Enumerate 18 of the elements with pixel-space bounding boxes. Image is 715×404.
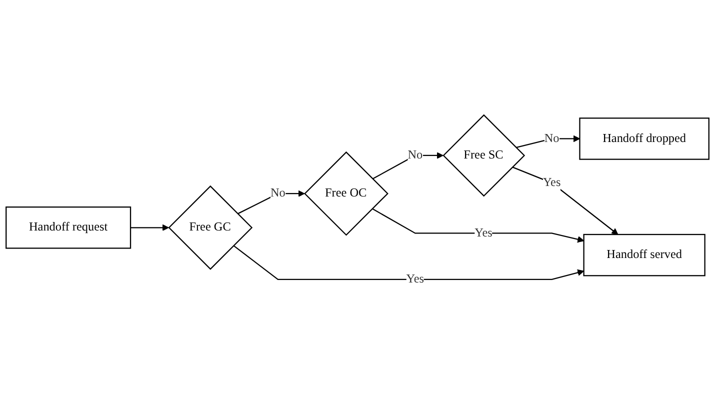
node-box: Handoff served — [583, 234, 706, 276]
arrow — [233, 245, 584, 280]
edge-label: No — [544, 132, 560, 145]
node-box: Handoff dropped — [579, 118, 710, 160]
node-box: Handoff request — [6, 206, 132, 249]
edge-label: Yes — [542, 176, 561, 190]
arrow — [237, 190, 305, 214]
arrow — [372, 208, 584, 243]
node-diamond: Free GC — [168, 186, 253, 270]
node-diamond: Free SC — [442, 114, 526, 197]
edge-label: No — [408, 148, 423, 162]
arrow — [372, 152, 444, 180]
node-diamond: Free OC — [304, 152, 388, 236]
edge-label: No — [270, 186, 286, 200]
edge-label: Yes — [474, 226, 492, 240]
arrow — [130, 224, 169, 232]
arrow — [512, 166, 618, 235]
edge-label: Yes — [406, 272, 424, 286]
